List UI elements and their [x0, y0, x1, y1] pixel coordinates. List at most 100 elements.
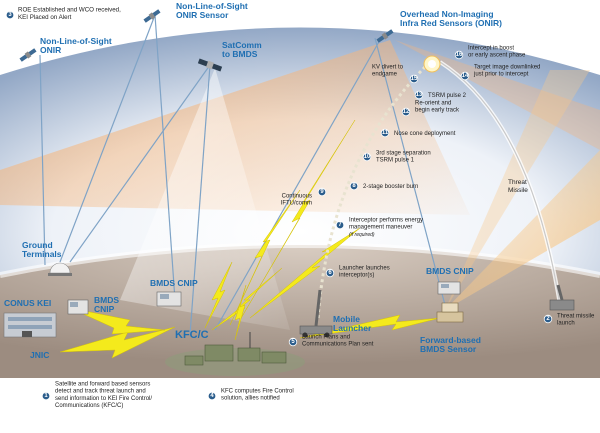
step-description-line: send information to KEI Fire Control/ — [55, 396, 152, 402]
bmds-cnip-center-truck — [156, 291, 182, 307]
step-number-badge — [460, 71, 470, 81]
step-number-badge — [543, 314, 553, 324]
mobile-launcher-label-1: Mobile — [333, 314, 360, 324]
onir-top-label-2: ONIR Sensor — [176, 10, 229, 20]
step-number: 12 — [403, 109, 410, 115]
bmds-cnip-right-truck — [437, 281, 461, 295]
step-description-line: Continuous — [282, 194, 312, 200]
step-number: 7 — [338, 222, 342, 228]
step-number: 5 — [291, 339, 295, 345]
satellite-overhead-onir — [376, 29, 394, 43]
step-number: 11 — [382, 130, 389, 136]
overhead-label-1: Overhead Non-Imaging — [400, 9, 494, 19]
step-description-line: Communications (KFC/C) — [55, 403, 123, 409]
step-number-badge — [288, 337, 298, 347]
step-number-badge — [335, 220, 345, 230]
step-description-line: KV divert to — [372, 65, 404, 71]
step-description: 2-stage booster burn — [363, 184, 418, 190]
forward-based-sensor — [436, 302, 464, 323]
step-description-line: Intercept in boost — [468, 46, 514, 52]
threat-missile-label-1: Threat — [508, 179, 527, 186]
satellite-onir-top — [143, 9, 161, 23]
satcomm-label-1: SatComm — [222, 40, 262, 50]
forward-sensor-label-2: BMDS Sensor — [420, 344, 477, 354]
threat-missile-label-2: Missile — [508, 187, 528, 194]
step-description-line: IFTU/comm — [281, 201, 312, 207]
bmds-cnip-right-label: BMDS CNIP — [426, 266, 474, 276]
step-number-badge — [5, 10, 15, 20]
step-number-badge — [207, 391, 217, 401]
satcomm-label-2: to BMDS — [222, 49, 258, 59]
step-description-line: TSRM pulse 1 — [376, 158, 415, 164]
bmds-cnip-left-label-1: BMDS — [94, 295, 119, 305]
step-number-badge — [41, 391, 51, 401]
step-number: 9 — [320, 189, 324, 195]
step-number: 8 — [352, 183, 356, 189]
step-description-line: begin early track — [415, 108, 460, 114]
step-number-badge — [349, 181, 359, 191]
step-description-line: or early ascent phase — [468, 53, 526, 59]
data-link-bolts — [59, 119, 441, 359]
step-number: 15 — [411, 76, 418, 82]
mobile-launcher-label-2: Launcher — [333, 323, 372, 333]
step-description-line: 3rd stage separation — [376, 151, 431, 157]
step-number-badge — [325, 268, 335, 278]
step-description-line: Threat missile — [557, 314, 595, 320]
step-8: 8 2-stage booster burn — [349, 181, 418, 191]
step-description-line: management maneuver — [349, 225, 412, 231]
satellite-onir-left — [19, 48, 37, 62]
jnic-label: JNIC — [30, 350, 49, 360]
forward-sensor-label-1: Forward-based — [420, 335, 481, 345]
step-description-line: TSRM pulse 2 — [428, 93, 467, 99]
step-description: TSRM pulse 2 — [428, 93, 467, 99]
onir-left-label-2: ONIR — [40, 45, 61, 55]
step-number: 2 — [546, 316, 550, 322]
step-description-line: Nose cone deployment — [394, 131, 456, 137]
step-description-line: Interceptor performs energy — [349, 218, 423, 224]
forward-sensor-beam — [445, 150, 600, 310]
step-number-badge — [409, 74, 419, 84]
onir-top-label-1: Non-Line-of-Sight — [176, 1, 248, 11]
footer-panel — [0, 378, 600, 428]
kfcc-label: KFC/C — [175, 329, 209, 341]
bmds-cnip-center-label: BMDS CNIP — [150, 278, 198, 288]
threat-missile-launcher — [549, 284, 575, 311]
forward-sensor-beam-2 — [445, 70, 590, 310]
step-description-line: launch — [557, 321, 575, 327]
ground-terminal-dome — [48, 262, 72, 276]
conus-kei-building — [3, 312, 57, 338]
bmds-cnip-left-truck — [67, 299, 89, 315]
intercept-burst — [423, 55, 441, 73]
step-description-line: Communications Plan sent — [302, 342, 374, 348]
step-number: 16 — [456, 52, 463, 58]
step-number-badge — [414, 90, 424, 100]
step-number: 6 — [328, 270, 332, 276]
step-11: 11 Nose cone deployment — [380, 128, 456, 138]
step-number-badge — [362, 152, 372, 162]
step-number: 14 — [462, 73, 469, 79]
step-number: 3 — [8, 12, 12, 18]
